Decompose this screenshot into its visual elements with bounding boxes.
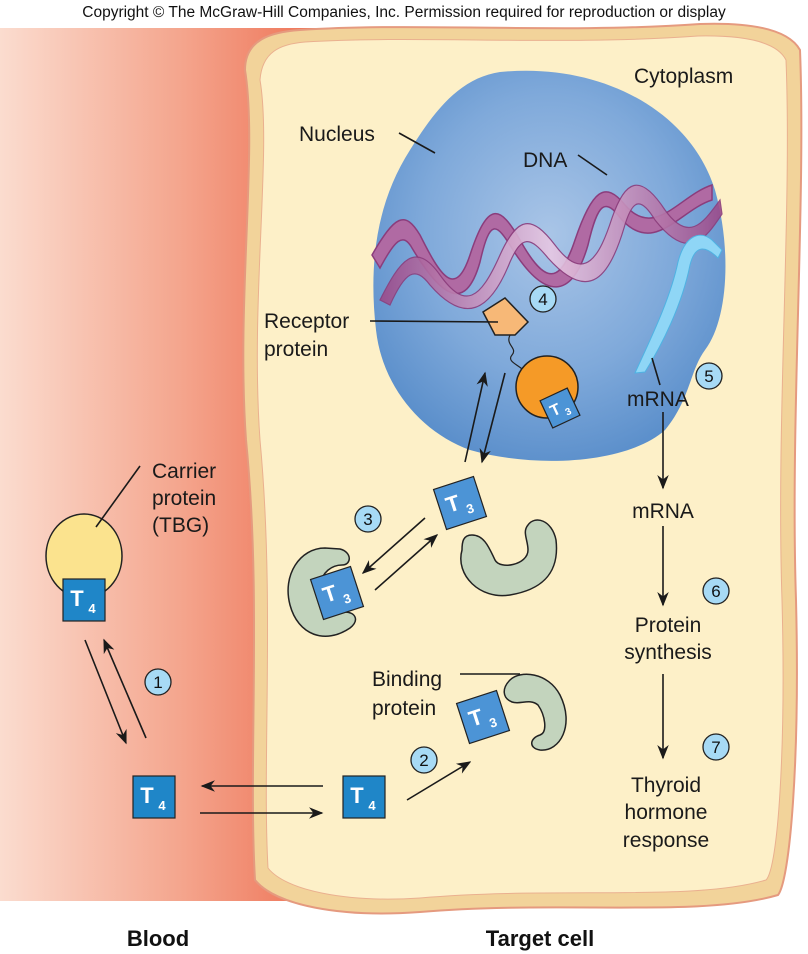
step-1: 1 xyxy=(144,668,172,696)
svg-text:T: T xyxy=(70,586,84,611)
step-6: 6 xyxy=(702,577,730,605)
label-response-line3: response xyxy=(623,829,709,852)
arrow-blood-to-carrier xyxy=(103,638,147,739)
label-binding-line1: Binding xyxy=(372,668,442,691)
arrow-binding-to-t3 xyxy=(374,534,439,591)
arrow-carrier-to-blood xyxy=(84,639,127,745)
caption-blood: Blood xyxy=(127,926,189,951)
t3-free: T 3 xyxy=(432,475,488,531)
arrow-t4-to-t3 xyxy=(406,761,472,801)
label-dna: DNA xyxy=(523,149,567,172)
leader-carrier xyxy=(95,465,141,528)
svg-text:6: 6 xyxy=(711,582,720,601)
label-carrier-line3: (TBG) xyxy=(152,514,209,537)
arrow-t3-to-nucleus xyxy=(464,371,488,463)
arrow-nucleus-to-t3 xyxy=(479,372,506,464)
label-nucleus: Nucleus xyxy=(299,123,375,146)
svg-text:T: T xyxy=(350,783,364,808)
svg-text:3: 3 xyxy=(564,406,574,419)
leader-dna xyxy=(577,154,608,176)
label-carrier-line1: Carrier xyxy=(152,460,216,483)
svg-text:4: 4 xyxy=(158,798,166,813)
svg-text:4: 4 xyxy=(88,601,96,616)
svg-text:4: 4 xyxy=(538,290,547,309)
t3-on-receptor: T 3 xyxy=(539,387,581,429)
label-mrna-cytoplasm: mRNA xyxy=(632,500,694,523)
label-receptor-line2: protein xyxy=(264,338,328,361)
svg-text:3: 3 xyxy=(464,500,476,517)
svg-text:2: 2 xyxy=(419,751,428,770)
svg-text:3: 3 xyxy=(341,590,353,607)
t4-on-carrier: T 4 xyxy=(62,578,106,622)
label-response-line1: Thyroid xyxy=(631,774,701,797)
nucleus xyxy=(373,70,726,461)
svg-text:3: 3 xyxy=(487,714,499,731)
label-receptor-line1: Receptor xyxy=(264,310,349,333)
label-mrna-nucleus: mRNA xyxy=(627,388,689,411)
step-4: 4 xyxy=(529,285,557,313)
label-binding-line2: protein xyxy=(372,697,436,720)
t4-in-blood: T 4 xyxy=(132,775,176,819)
caption-target-cell: Target cell xyxy=(486,926,594,951)
label-cytoplasm: Cytoplasm xyxy=(634,65,733,88)
label-protein-line2: synthesis xyxy=(624,641,712,664)
step-2: 2 xyxy=(410,746,438,774)
copyright-notice: Copyright © The McGraw-Hill Companies, I… xyxy=(82,4,726,21)
svg-text:T: T xyxy=(140,783,154,808)
label-carrier-line2: protein xyxy=(152,487,216,510)
svg-text:4: 4 xyxy=(368,798,376,813)
t3-near-binding-protein: T 3 xyxy=(455,689,511,745)
svg-text:1: 1 xyxy=(153,673,162,692)
step-3: 3 xyxy=(354,505,382,533)
svg-text:7: 7 xyxy=(711,738,720,757)
step-7: 7 xyxy=(702,733,730,761)
label-response-line2: hormone xyxy=(625,801,708,824)
arrow-t3-to-binding xyxy=(361,517,426,574)
svg-text:3: 3 xyxy=(363,510,372,529)
mrna-strand xyxy=(634,234,723,374)
binding-protein-right xyxy=(460,519,558,597)
binding-protein-lower xyxy=(503,673,567,751)
svg-text:5: 5 xyxy=(704,367,713,386)
label-protein-line1: Protein xyxy=(635,614,702,637)
leader-nucleus xyxy=(398,132,436,154)
dna-helix xyxy=(371,183,723,310)
leader-receptor xyxy=(369,320,499,323)
t3-bound-binding-protein: T 3 xyxy=(309,565,365,621)
leader-mrna xyxy=(651,357,661,386)
t4-in-cell: T 4 xyxy=(342,775,386,819)
step-5: 5 xyxy=(695,362,723,390)
